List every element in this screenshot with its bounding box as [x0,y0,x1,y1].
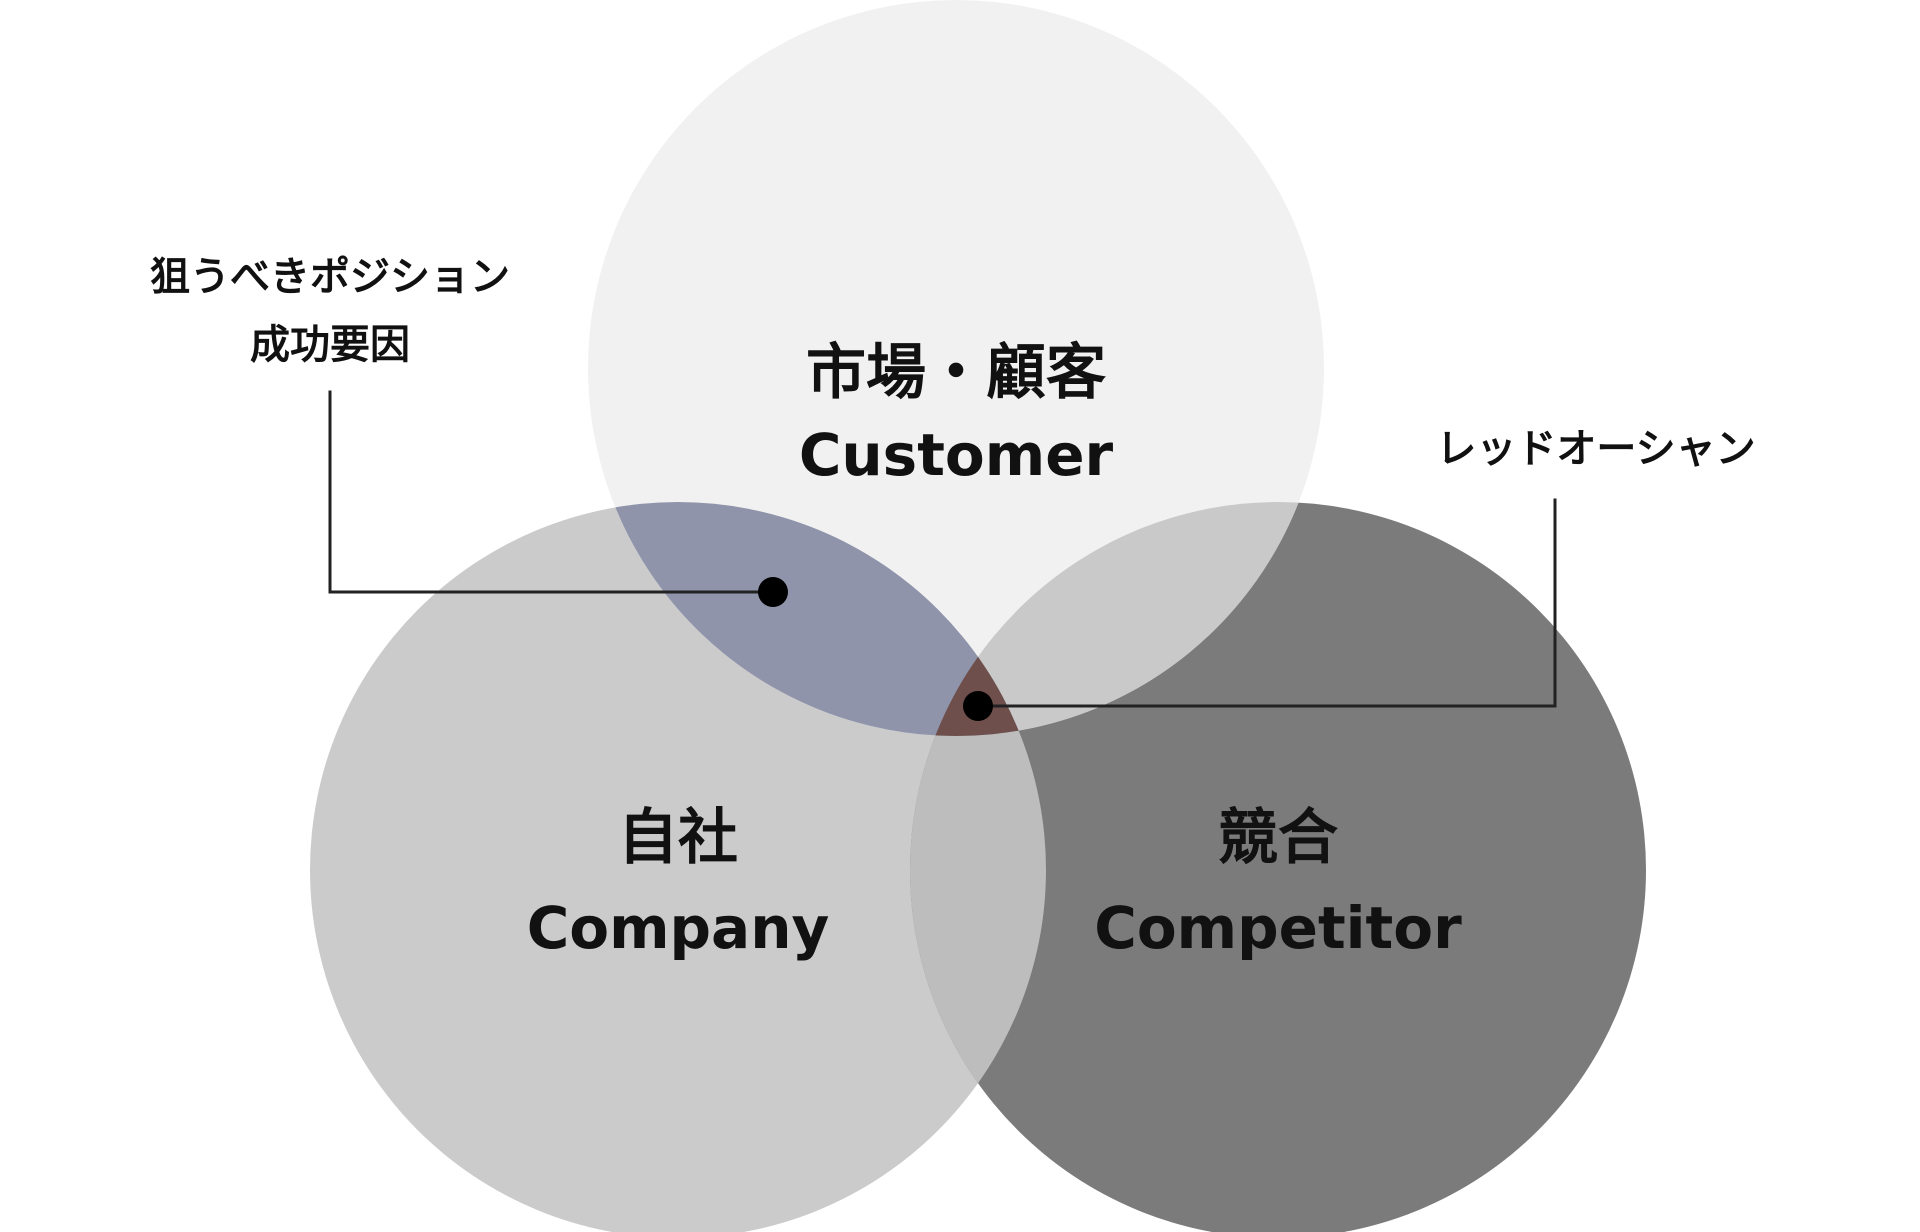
customer-competitor-overlap-group [910,502,1324,736]
red-ocean-marker-dot [963,691,993,721]
red-ocean-leader-line [976,498,1557,708]
target-position-label: 狙うべきポジション [150,254,510,300]
customer-competitor-overlap [910,502,1324,736]
customer-company-overlap-group [588,502,1046,736]
customer-title-jp: 市場・顧客 [806,338,1106,408]
target-position-leader-line [328,390,775,594]
company-title-en: Company [527,894,830,962]
target-position-marker-dot [758,577,788,607]
company-title-jp: 自社 [618,803,738,873]
red-ocean-label: レッドオーシャン [1436,426,1755,472]
customer-title-en: Customer [799,421,1114,489]
competitor-title-jp: 競合 [1218,803,1338,873]
customer-company-overlap [588,502,1046,736]
success-factor-label: 成功要因 [250,322,410,368]
competitor-title-en: Competitor [1094,894,1462,962]
